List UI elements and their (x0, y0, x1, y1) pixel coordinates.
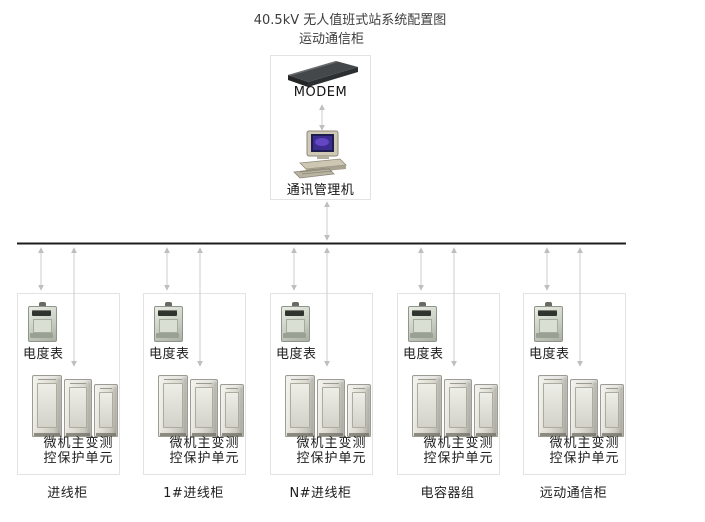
energy-meter-icon (28, 302, 57, 342)
protection-unit-label: 微机主变测 控保护单元 (423, 436, 494, 466)
control-cabinets-icon (32, 373, 118, 437)
bay-box: 电度表 微机主变测 控保护单元 (397, 293, 500, 475)
control-cabinets-icon (285, 373, 371, 437)
meter-label: 电度表 (403, 347, 444, 362)
computer-label: 通讯管理机 (286, 183, 355, 198)
energy-meter-icon (534, 302, 563, 342)
comm-unit-box: MODEM 通讯管理机 (270, 55, 371, 200)
protection-unit-label: 微机主变测 控保护单元 (43, 436, 114, 466)
modem-icon (288, 61, 358, 87)
bay-name: 进线柜 (47, 486, 88, 501)
meter-label: 电度表 (23, 347, 64, 362)
energy-meter-icon (408, 302, 437, 342)
control-cabinets-icon (412, 373, 498, 437)
comm-cabinet-caption: 运动通信柜 (298, 32, 364, 47)
branch-incoming-n: 电度表 微机主变测 控保护单元 N#进线柜 (270, 293, 373, 501)
branch-capacitor-bank: 电度表 微机主变测 控保护单元 电容器组 (397, 293, 500, 501)
bay-name: 远动通信柜 (539, 486, 608, 501)
meter-label: 电度表 (276, 347, 317, 362)
bay-box: 电度表 微机主变测 控保护单元 (17, 293, 120, 475)
bay-name: N#进线柜 (289, 486, 352, 501)
bay-box: 电度表 微机主变测 控保护单元 (270, 293, 373, 475)
desktop-computer-icon (293, 130, 347, 179)
energy-meter-icon (154, 302, 183, 342)
control-cabinets-icon (538, 373, 624, 437)
modem-label: MODEM (293, 85, 348, 100)
bay-name: 电容器组 (420, 486, 475, 501)
branch-telecontrol-cabinet: 电度表 微机主变测 控保护单元 远动通信柜 (523, 293, 626, 501)
bay-box: 电度表 微机主变测 控保护单元 (523, 293, 626, 475)
control-cabinets-icon (158, 373, 244, 437)
bay-box: 电度表 微机主变测 控保护单元 (143, 293, 246, 475)
branch-incoming-1: 电度表 微机主变测 控保护单元 1#进线柜 (143, 293, 246, 501)
protection-unit-label: 微机主变测 控保护单元 (296, 436, 367, 466)
diagram-title: 40.5kV 无人值班式站系统配置图 (253, 13, 447, 28)
meter-label: 电度表 (529, 347, 570, 362)
protection-unit-label: 微机主变测 控保护单元 (549, 436, 620, 466)
branch-incoming-cabinet: 电度表 微机主变测 控保护单元 进线柜 (17, 293, 120, 501)
energy-meter-icon (281, 302, 310, 342)
protection-unit-label: 微机主变测 控保护单元 (169, 436, 240, 466)
bay-name: 1#进线柜 (163, 486, 224, 501)
meter-label: 电度表 (149, 347, 190, 362)
